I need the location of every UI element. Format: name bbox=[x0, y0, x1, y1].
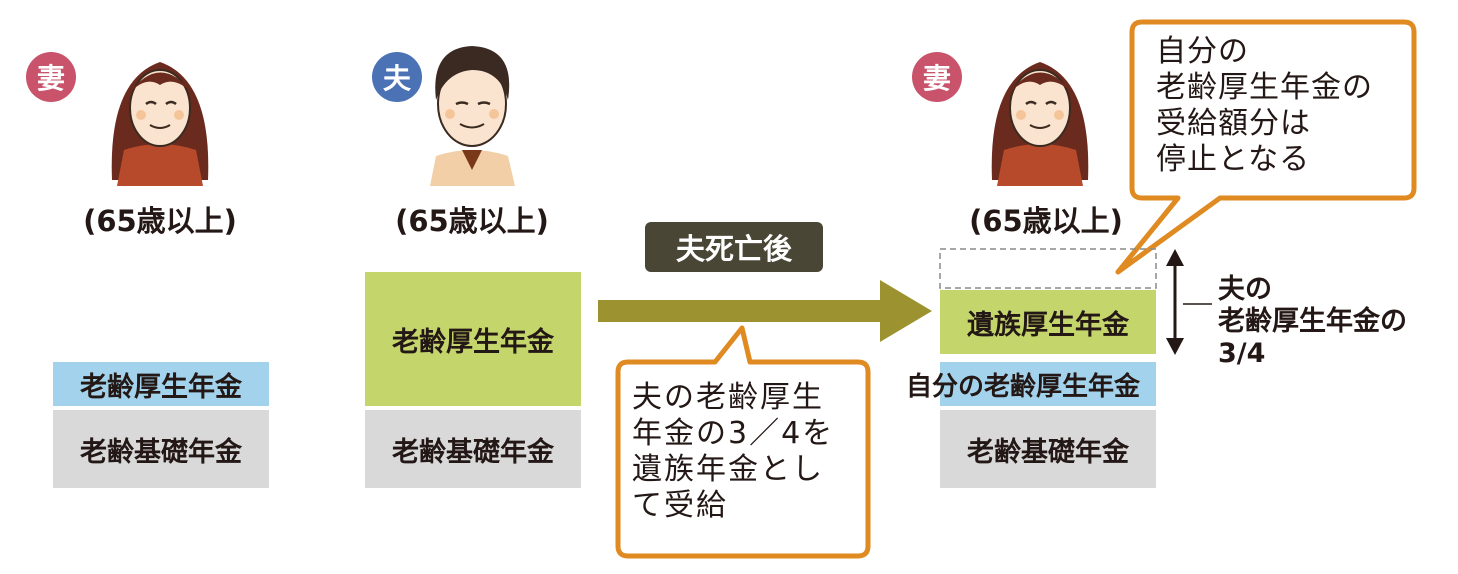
transition-callout-bubble bbox=[615, 325, 871, 559]
wife-right-kiso-box: 老齢基礎年金 bbox=[940, 410, 1156, 488]
stop-callout-line: 自分の bbox=[1156, 34, 1249, 69]
wife-portrait-right bbox=[991, 62, 1089, 186]
transition-arrow bbox=[598, 280, 932, 342]
wife-portrait-left bbox=[111, 62, 209, 186]
transition-callout-text: 夫の老齢厚生 年金の3／4を 遺族年金とし て受給 bbox=[632, 380, 834, 524]
wife-badge-left: 妻 bbox=[26, 52, 76, 102]
husband-age: (65歳以上) bbox=[395, 204, 549, 238]
husband-share-label: 夫の 老齢厚生年金の 3/4 bbox=[1218, 274, 1407, 370]
husband-portrait bbox=[430, 46, 515, 186]
side-label-line: 夫の bbox=[1218, 274, 1272, 305]
range-double-arrow bbox=[1166, 249, 1184, 355]
transition-callout-line: 年金の3／4を bbox=[632, 416, 835, 451]
wife-left-kiso-box: 老齢基礎年金 bbox=[53, 410, 269, 488]
side-label-line: 3/4 bbox=[1218, 338, 1266, 369]
husband-kosei-box: 老齢厚生年金 bbox=[365, 272, 581, 406]
own-kosei-box: 自分の老齢厚生年金 bbox=[906, 362, 1156, 406]
own-kosei-label: 自分の老齢厚生年金 bbox=[906, 371, 1141, 402]
stop-callout-line: 受給額分は bbox=[1156, 106, 1311, 141]
side-label-line: 老齢厚生年金の bbox=[1218, 306, 1407, 337]
husband-kiso-box: 老齢基礎年金 bbox=[365, 410, 581, 488]
husband-badge: 夫 bbox=[372, 52, 422, 102]
transition-callout-line: て受給 bbox=[632, 488, 728, 523]
transition-callout-line: 夫の老齢厚生 bbox=[632, 380, 824, 415]
wife-age-right: (65歳以上) bbox=[969, 204, 1123, 238]
stop-callout-bubble bbox=[1115, 19, 1417, 275]
transition-callout-line: 遺族年金とし bbox=[632, 452, 824, 487]
stopped-portion-box bbox=[939, 248, 1157, 289]
wife-left-kosei-box: 老齢厚生年金 bbox=[53, 362, 269, 406]
wife-age-left: (65歳以上) bbox=[83, 204, 237, 238]
after-death-label: 夫死亡後 bbox=[645, 222, 823, 272]
stop-callout-line: 老齢厚生年金の bbox=[1156, 70, 1373, 105]
stop-callout-line: 停止となる bbox=[1156, 142, 1311, 177]
stop-callout-text: 自分の 老齢厚生年金の 受給額分は 停止となる bbox=[1156, 34, 1373, 178]
survivor-pension-box: 遺族厚生年金 bbox=[940, 290, 1156, 354]
wife-badge-right: 妻 bbox=[912, 52, 962, 102]
